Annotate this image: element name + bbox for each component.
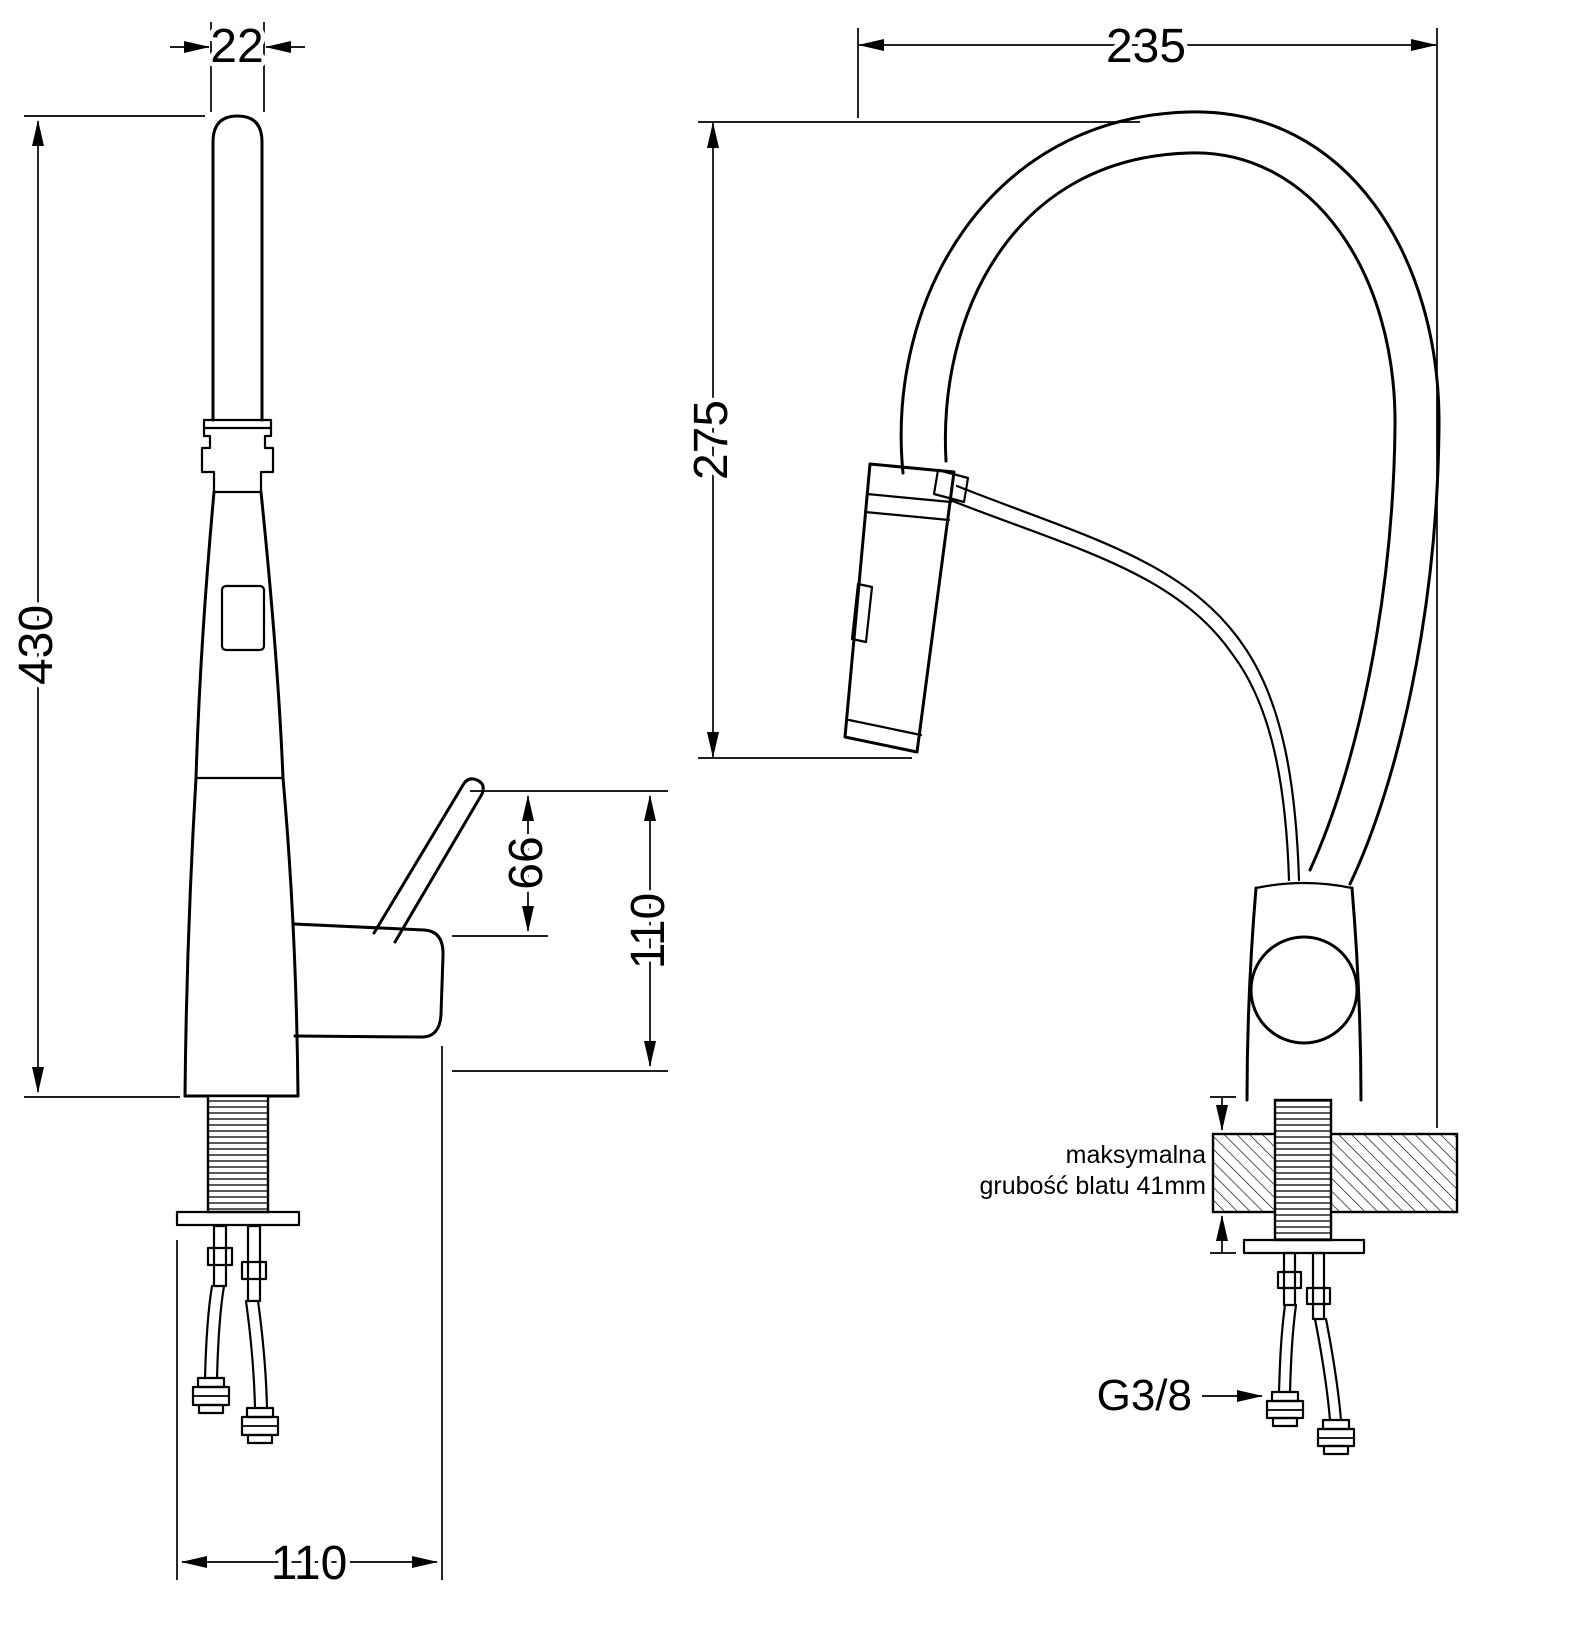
shank-threads [206,1094,270,1214]
aerator [200,418,275,494]
mounting-washer [175,1210,301,1227]
shank-threads [1273,1098,1333,1242]
thread-size-callout: G3/8 [1093,1367,1263,1424]
spout-tube [211,114,264,422]
body-left-edge [1245,886,1258,1102]
countertop-hatch [1211,1132,1459,1214]
faucet-side-view: 22 430 66 110 110 [6,16,680,1595]
faucet-body [183,490,300,1098]
mounting-shank [206,1094,270,1214]
supply-hose-left [203,1284,226,1380]
thread-size-label: G3/8 [1097,1371,1192,1420]
mounting-nut-right [240,1260,268,1281]
dim-spout-height: 275 [681,121,1140,759]
mounting-stud-left [212,1224,228,1288]
aerator-outline [200,418,275,494]
dim-label-spout-height: 275 [685,400,738,480]
mounting-nut-right [1305,1286,1332,1306]
sprayer-face-line [847,718,923,737]
hose-collar [932,468,970,504]
countertop-note-line2: grubość blatu 41mm [979,1172,1206,1200]
mounting-washer [1242,1238,1366,1255]
dim-spout-reach: 235 [857,16,1438,1128]
dim-lever-height: 66 [452,790,668,937]
mounting-hardware-front [1242,1238,1366,1456]
body-cone-right [259,490,285,780]
dim-extension-lines [698,121,1140,759]
dim-label-spout-reach: 235 [1106,20,1186,73]
swivel-ball-joint [1249,935,1359,1045]
dim-extension-lines [24,115,205,1098]
lever-blade [372,777,485,944]
mounting-stud-left [1282,1251,1297,1307]
sprayer-head [843,462,956,754]
dim-handle-height: 110 [452,795,680,1072]
body-right-edge [1350,886,1363,1102]
lever-handle [292,777,485,1039]
sprayer-collar-lines [863,492,953,522]
mounting-hardware [175,1210,301,1445]
supply-hose-right [244,1299,269,1410]
dim-base-width: 110 [176,1046,443,1595]
dim-label-handle-height: 110 [622,893,675,970]
hose-connector-left [191,1376,231,1415]
spout-outer-edge [899,110,1441,886]
countertop-section: maksymalna grubość blatu 41mm [976,1096,1459,1254]
pullout-hose [932,468,1301,882]
sprayer-button [850,582,874,644]
dim-label-base-width: 110 [271,1537,348,1590]
mounting-nut-left [206,1246,234,1267]
mounting-nut-left [1276,1270,1303,1290]
dim-label-lever-height: 66 [500,836,553,889]
body-lower-right [281,776,300,1098]
faucet-front-view: maksymalna grubość blatu 41mm [681,16,1459,1456]
countertop-note-line1: maksymalna [1066,1141,1206,1169]
dim-label-spout-width: 22 [210,20,263,73]
body-top-joint [1254,881,1354,890]
valve-housing [292,922,445,1039]
dim-total-height: 430 [6,115,205,1098]
faucet-body-front [1245,881,1363,1102]
body-lower-left [183,776,198,1098]
supply-hose-right [1313,1317,1343,1422]
mounting-stud-right [246,1224,262,1303]
body-cone-left [194,490,216,780]
pullout-hose-line1 [955,484,1301,882]
hose-connector-right [240,1406,280,1445]
dim-spout-width: 22 [170,16,305,112]
dim-extension-lines [210,22,265,112]
hose-connector-left [1265,1390,1305,1428]
hose-connector-right [1316,1418,1356,1456]
mounting-stud-right [1311,1251,1326,1321]
spout-tube-outline [211,114,264,422]
gooseneck-spout [899,110,1441,886]
dim-extension-lines [452,790,668,937]
spout-inner-edge [943,151,1397,872]
body-display-window [220,584,266,652]
sprayer-outline [843,462,956,754]
pullout-hose-line2 [948,498,1291,882]
dim-label-total-height: 430 [10,605,63,685]
supply-hose-left [1277,1303,1298,1394]
dim-extension-lines [176,1046,443,1580]
